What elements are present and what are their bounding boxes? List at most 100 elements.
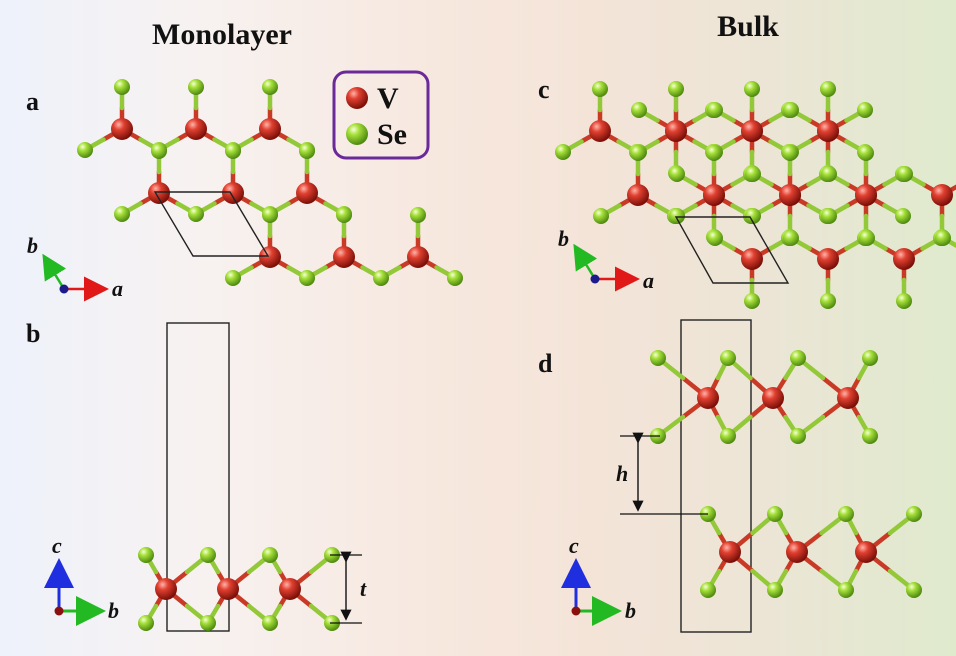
panel-b-unit-cell (166, 322, 230, 632)
selenium-atom (790, 428, 806, 444)
panel-label-b: b (26, 319, 40, 348)
vanadium-atom (296, 182, 318, 204)
selenium-atom (77, 142, 93, 158)
selenium-atom (700, 582, 716, 598)
selenium-atom (138, 615, 154, 631)
vanadium-atom (762, 387, 784, 409)
axes-panel-c: a b (558, 226, 654, 293)
axis-label-b: b (558, 226, 569, 251)
legend-frame (332, 70, 430, 160)
vanadium-atom (111, 118, 133, 140)
vanadium-atom (837, 387, 859, 409)
vanadium-atom (817, 120, 839, 142)
vanadium-atom (627, 184, 649, 206)
legend: V Se (332, 70, 430, 160)
panel-b-monolayer-side-view: t (138, 322, 367, 632)
panel-b-atoms (138, 547, 340, 631)
panel-label-c: c (538, 75, 550, 104)
panel-c-bulk-top-view (555, 81, 956, 309)
selenium-atom (862, 350, 878, 366)
selenium-atom (262, 79, 278, 95)
selenium-atom (114, 79, 130, 95)
selenium-atom (299, 270, 315, 286)
vanadium-atom (259, 246, 281, 268)
selenium-atom (838, 506, 854, 522)
legend-vanadium-swatch (346, 87, 368, 109)
selenium-atom (262, 615, 278, 631)
panel-a-unit-cell (153, 191, 270, 257)
selenium-atom (858, 145, 874, 161)
axes-panel-a: a b (27, 233, 123, 302)
vanadium-atom (222, 182, 244, 204)
selenium-atom (200, 615, 216, 631)
vanadium-atom (855, 541, 877, 563)
selenium-atom (821, 166, 837, 182)
selenium-atom (410, 207, 426, 223)
selenium-atom (706, 145, 722, 161)
axis-origin (54, 606, 64, 616)
selenium-atom (790, 350, 806, 366)
selenium-atom (897, 166, 913, 182)
vanadium-atom (786, 541, 808, 563)
selenium-atom (767, 506, 783, 522)
thickness-dimension: t (330, 551, 367, 624)
selenium-atom (555, 144, 571, 160)
vanadium-atom (333, 246, 355, 268)
selenium-atom (767, 582, 783, 598)
selenium-atom (707, 230, 723, 246)
selenium-atom (668, 81, 684, 97)
panel-d-atoms (650, 350, 922, 598)
selenium-atom (935, 230, 951, 246)
selenium-atom (783, 102, 799, 118)
vanadium-atom (185, 118, 207, 140)
axis-origin (590, 274, 600, 284)
axis-origin (571, 606, 581, 616)
selenium-atom (838, 582, 854, 598)
selenium-atom (720, 350, 736, 366)
vanadium-atom (148, 182, 170, 204)
panel-d-unit-cell (680, 319, 752, 633)
selenium-atom (299, 143, 315, 159)
selenium-atom (669, 166, 685, 182)
selenium-atom (820, 81, 836, 97)
vanadium-atom (719, 541, 741, 563)
selenium-atom (151, 143, 167, 159)
vanadium-atom (155, 578, 177, 600)
vanadium-atom (407, 246, 429, 268)
selenium-atom (895, 208, 911, 224)
selenium-atom (225, 270, 241, 286)
selenium-atom (707, 102, 723, 118)
vanadium-atom (779, 184, 801, 206)
panel-c-atoms (555, 81, 953, 309)
title-bulk: Bulk (717, 10, 779, 43)
axis-b-arrow (573, 243, 598, 280)
panel-c-unit-cell (674, 216, 790, 284)
thickness-label: t (360, 576, 367, 601)
selenium-atom (631, 102, 647, 118)
selenium-atom (593, 208, 609, 224)
selenium-atom (138, 547, 154, 563)
vanadium-atom (741, 120, 763, 142)
legend-label-v: V (377, 82, 399, 115)
vanadium-atom (703, 184, 725, 206)
axes-panel-b: c b (44, 533, 119, 626)
selenium-atom (744, 293, 760, 309)
axis-label-c: c (569, 533, 579, 558)
title-monolayer: Monolayer (152, 18, 292, 51)
legend-label-se: Se (377, 118, 407, 151)
vanadium-atom (589, 120, 611, 142)
selenium-atom (336, 207, 352, 223)
selenium-atom (782, 145, 798, 161)
vanadium-atom (697, 387, 719, 409)
selenium-atom (906, 506, 922, 522)
vanadium-atom (741, 248, 763, 270)
axis-b-arrow (42, 253, 67, 290)
selenium-atom (262, 547, 278, 563)
panel-d-bulk-side-view: h (616, 319, 922, 633)
vanadium-atom (931, 184, 953, 206)
selenium-atom (630, 145, 646, 161)
interlayer-label: h (616, 461, 628, 486)
selenium-atom (896, 293, 912, 309)
selenium-atom (783, 230, 799, 246)
